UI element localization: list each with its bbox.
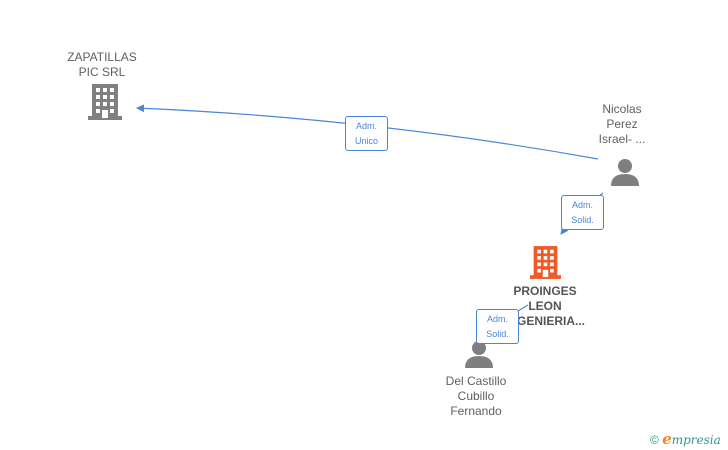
building-icon[interactable] — [530, 245, 561, 280]
node-nicolas-line1: Nicolas — [602, 102, 642, 116]
edge-label-line2: Solid. — [571, 215, 594, 225]
brand-logo-e: e — [662, 430, 672, 448]
node-proinges-line2: LEON — [528, 299, 562, 313]
node-delcastillo-label: Del Castillo Cubillo Fernando — [426, 374, 526, 419]
person-icon[interactable] — [610, 158, 640, 186]
edge-label-line2: Solid. — [486, 329, 509, 339]
node-nicolas-label: Nicolas Perez Israel- ... — [578, 102, 666, 147]
edge-label-adm-solid[interactable]: Adm. Solid. — [476, 309, 519, 344]
node-nicolas-line2: Perez — [606, 117, 638, 131]
brand-footer[interactable]: © empresia — [650, 430, 721, 448]
edge-label-line1: Adm. — [355, 121, 377, 131]
node-zapatillas-line1: ZAPATILLAS — [67, 50, 137, 64]
edge-label-line1: Adm. — [571, 200, 593, 210]
copyright-icon: © — [650, 433, 659, 447]
edge-label-adm-unico[interactable]: Adm. Unico — [345, 116, 388, 151]
node-proinges-line3: INGENIERIA... — [504, 314, 585, 328]
edge-label-adm-solid[interactable]: Adm. Solid. — [561, 195, 604, 230]
brand-name: mpresia — [671, 433, 721, 447]
node-delcastillo-line3: Fernando — [450, 404, 502, 418]
building-icon[interactable] — [88, 84, 122, 120]
person-icon[interactable] — [464, 340, 494, 368]
node-zapatillas-line2: PIC SRL — [78, 65, 126, 79]
node-delcastillo-line1: Del Castillo — [445, 374, 507, 388]
node-nicolas-line3: Israel- ... — [598, 132, 646, 146]
node-proinges-label: PROINGES LEON INGENIERIA... — [490, 284, 600, 329]
edge-label-line1: Adm. — [486, 314, 508, 324]
edge-label-line2: Unico — [354, 136, 378, 146]
node-proinges-line1: PROINGES — [513, 284, 577, 298]
node-delcastillo-line2: Cubillo — [457, 389, 495, 403]
node-zapatillas-label: ZAPATILLAS PIC SRL — [52, 50, 152, 80]
